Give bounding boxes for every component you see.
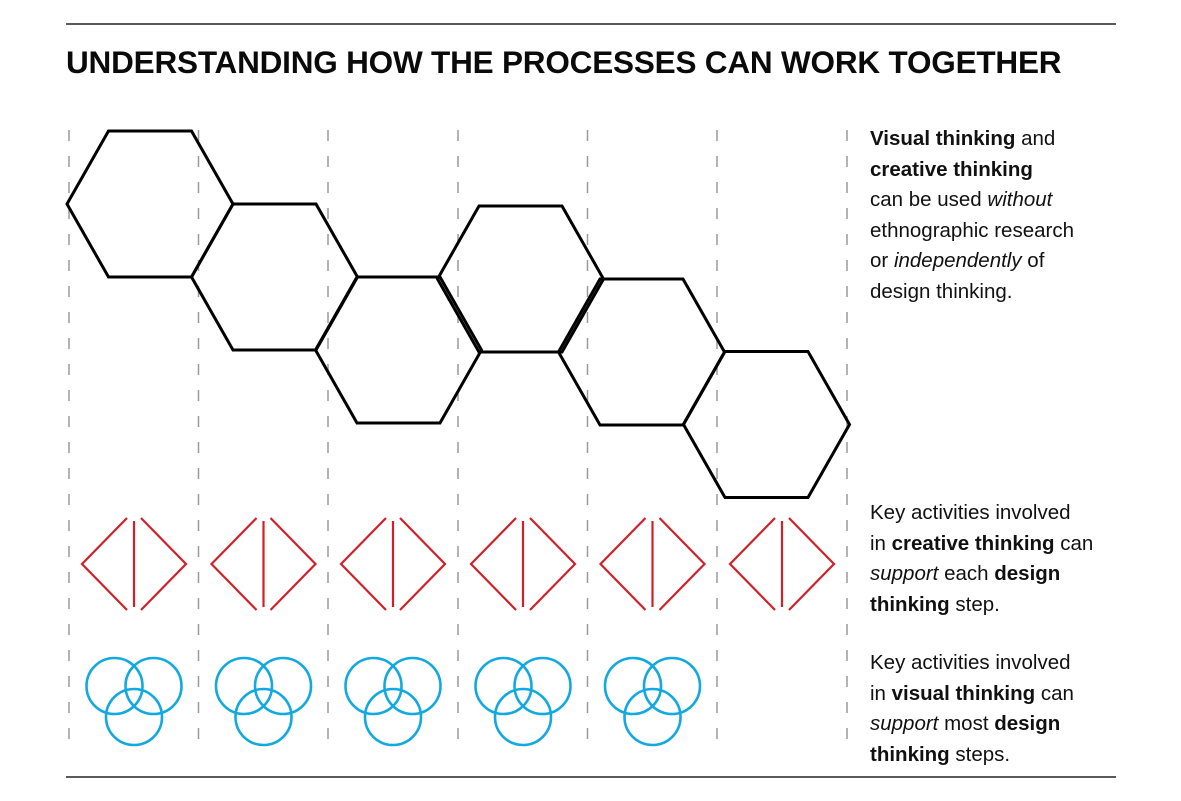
diamond-left-half [80, 517, 128, 611]
italic-term: independently [893, 249, 1022, 272]
venn-three-circles-icon [603, 656, 702, 747]
text: of [1021, 249, 1045, 272]
text: Key activities involved [870, 651, 1071, 674]
diamond-split-icon [728, 517, 836, 611]
diamond-right-half [269, 517, 318, 611]
design-thinking-hexagon [313, 275, 484, 425]
text: each [938, 562, 995, 585]
diamond-split-icon [598, 517, 707, 611]
bold-term: thinking [870, 742, 950, 766]
bold-term: visual thinking [891, 681, 1036, 705]
venn-circle-left [214, 656, 274, 716]
text: steps. [949, 742, 1011, 766]
bottom-rule [66, 776, 1116, 778]
diamond-left-half [339, 517, 387, 611]
design-thinking-hexagon [556, 277, 727, 427]
diamond-left-half [598, 517, 647, 611]
venn-circle-left [603, 656, 663, 716]
text: and [1015, 127, 1056, 150]
bold-term: thinking [870, 592, 950, 616]
note-creative-thinking: Key activities involved in creative thin… [870, 498, 1160, 620]
venn-circle-bottom [623, 687, 682, 747]
note-visual-thinking: Key activities involved in visual thinki… [870, 648, 1160, 770]
design-thinking-hexagon [435, 204, 606, 354]
text: in [870, 681, 892, 705]
bold-term: creative thinking [891, 531, 1055, 555]
diamond-split-icon [339, 517, 447, 611]
bold-term: design [994, 562, 1061, 585]
text: can [1035, 681, 1074, 705]
text: or [870, 249, 894, 272]
diamond-split-icon [80, 517, 188, 611]
visual-thinking-icons [85, 656, 702, 747]
text: design thinking. [870, 279, 1013, 303]
diamond-right-half [399, 517, 447, 611]
note-independent-use: Visual thinking and creative thinking ca… [870, 124, 1160, 307]
venn-circle-bottom [493, 687, 553, 747]
creative-thinking-icons [80, 517, 836, 611]
venn-three-circles-icon [214, 656, 313, 747]
venn-circle-right [253, 656, 313, 716]
bold-term: design [994, 712, 1061, 735]
design-thinking-hexagon [189, 202, 360, 352]
diamond-right-half [658, 517, 707, 611]
venn-circle-right [383, 656, 442, 716]
text: can be used [870, 188, 988, 211]
page-title: UNDERSTANDING HOW THE PROCESSES CAN WORK… [66, 44, 1062, 80]
diamond-right-half [788, 517, 836, 611]
venn-circle-bottom [104, 687, 164, 747]
venn-circle-right [642, 656, 702, 716]
venn-circle-right [513, 656, 572, 716]
italic-term: without [987, 188, 1053, 211]
diamond-right-half [529, 517, 577, 611]
venn-three-circles-icon [474, 656, 572, 747]
diamond-right-half [140, 517, 188, 611]
diamond-split-icon [469, 517, 577, 611]
diamond-left-half [728, 517, 776, 611]
venn-circle-left [344, 656, 403, 716]
italic-term: support [870, 712, 939, 735]
venn-circle-bottom [363, 687, 423, 747]
venn-circle-left [474, 656, 533, 716]
text: most [938, 712, 995, 735]
diamond-left-half [469, 517, 517, 611]
design-thinking-hexagon [681, 350, 852, 499]
bold-term: creative thinking [870, 157, 1033, 181]
venn-circle-left [85, 656, 144, 716]
italic-term: support [870, 562, 939, 585]
bold-term: Visual thinking [870, 127, 1016, 150]
text: step. [949, 592, 1000, 616]
venn-circle-right [124, 656, 183, 716]
column-guides [68, 130, 848, 750]
text: can [1054, 531, 1094, 555]
text: Key activities involved [870, 501, 1071, 524]
top-rule [66, 23, 1116, 25]
diamond-split-icon [209, 517, 318, 611]
text: in [870, 531, 892, 555]
design-thinking-hexagons [65, 129, 852, 499]
venn-circle-bottom [234, 687, 293, 747]
venn-three-circles-icon [344, 656, 442, 747]
venn-three-circles-icon [85, 656, 183, 747]
diamond-left-half [209, 517, 258, 611]
design-thinking-hexagon [65, 129, 235, 279]
text: ethnographic research [870, 218, 1074, 242]
